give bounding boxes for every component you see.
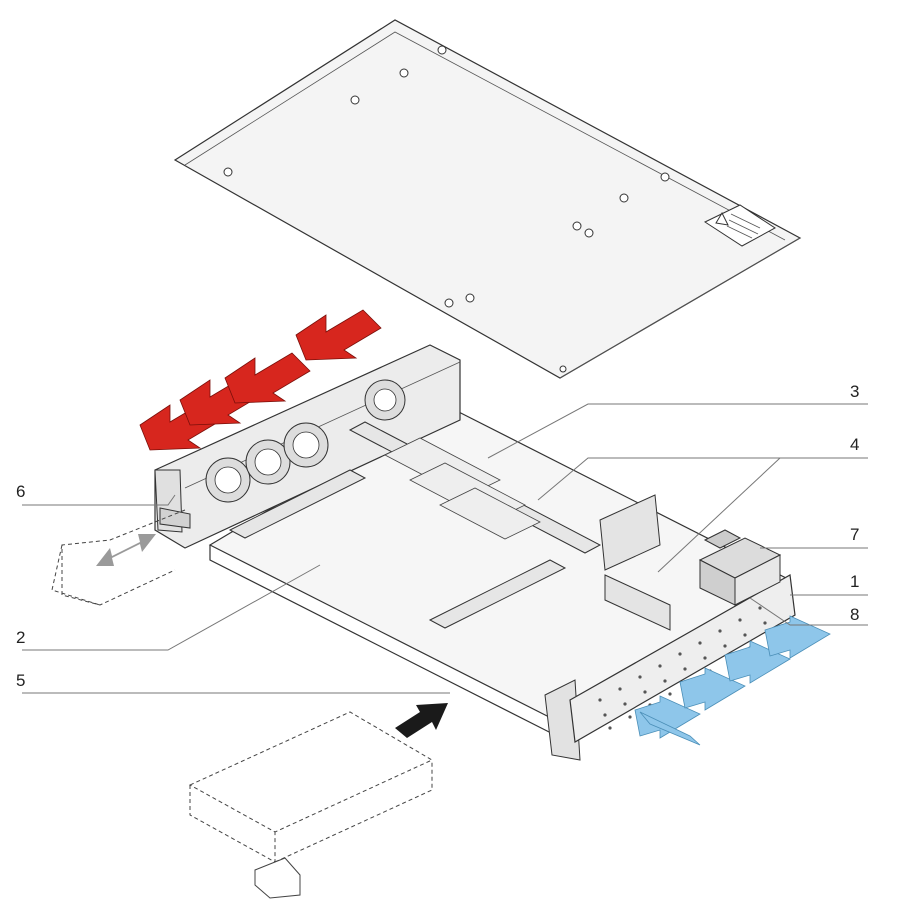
callout-8: 8 bbox=[850, 605, 859, 624]
fan-module bbox=[205, 379, 406, 503]
warning-label-icon bbox=[703, 204, 776, 247]
callout-2: 2 bbox=[16, 628, 25, 647]
callout-6: 6 bbox=[16, 482, 25, 501]
top-cover bbox=[173, 19, 802, 379]
rear-module-outline bbox=[51, 509, 186, 606]
intake-airflow-arrow bbox=[764, 615, 831, 659]
callout-5: 5 bbox=[16, 671, 25, 690]
intake-airflow-arrow bbox=[679, 667, 746, 711]
leader-lines bbox=[22, 403, 868, 694]
callout-labels: 3 4 7 1 8 6 2 5 bbox=[16, 382, 859, 690]
slide-arrow bbox=[96, 534, 156, 566]
callout-1: 1 bbox=[850, 572, 859, 591]
callout-7: 7 bbox=[850, 525, 859, 544]
intake-airflow-arrow bbox=[634, 695, 701, 739]
exhaust-airflow-arrows bbox=[139, 309, 382, 451]
intake-airflow-arrows bbox=[634, 615, 831, 746]
exhaust-airflow-arrow bbox=[224, 352, 311, 404]
callout-3: 3 bbox=[850, 382, 859, 401]
callout-4: 4 bbox=[850, 435, 859, 454]
exhaust-airflow-arrow bbox=[295, 309, 382, 361]
chassis bbox=[154, 344, 796, 761]
insertable-module-outline bbox=[188, 711, 434, 899]
intake-airflow-arrow bbox=[724, 640, 791, 684]
insert-arrow bbox=[395, 703, 448, 738]
module-block bbox=[384, 437, 541, 540]
